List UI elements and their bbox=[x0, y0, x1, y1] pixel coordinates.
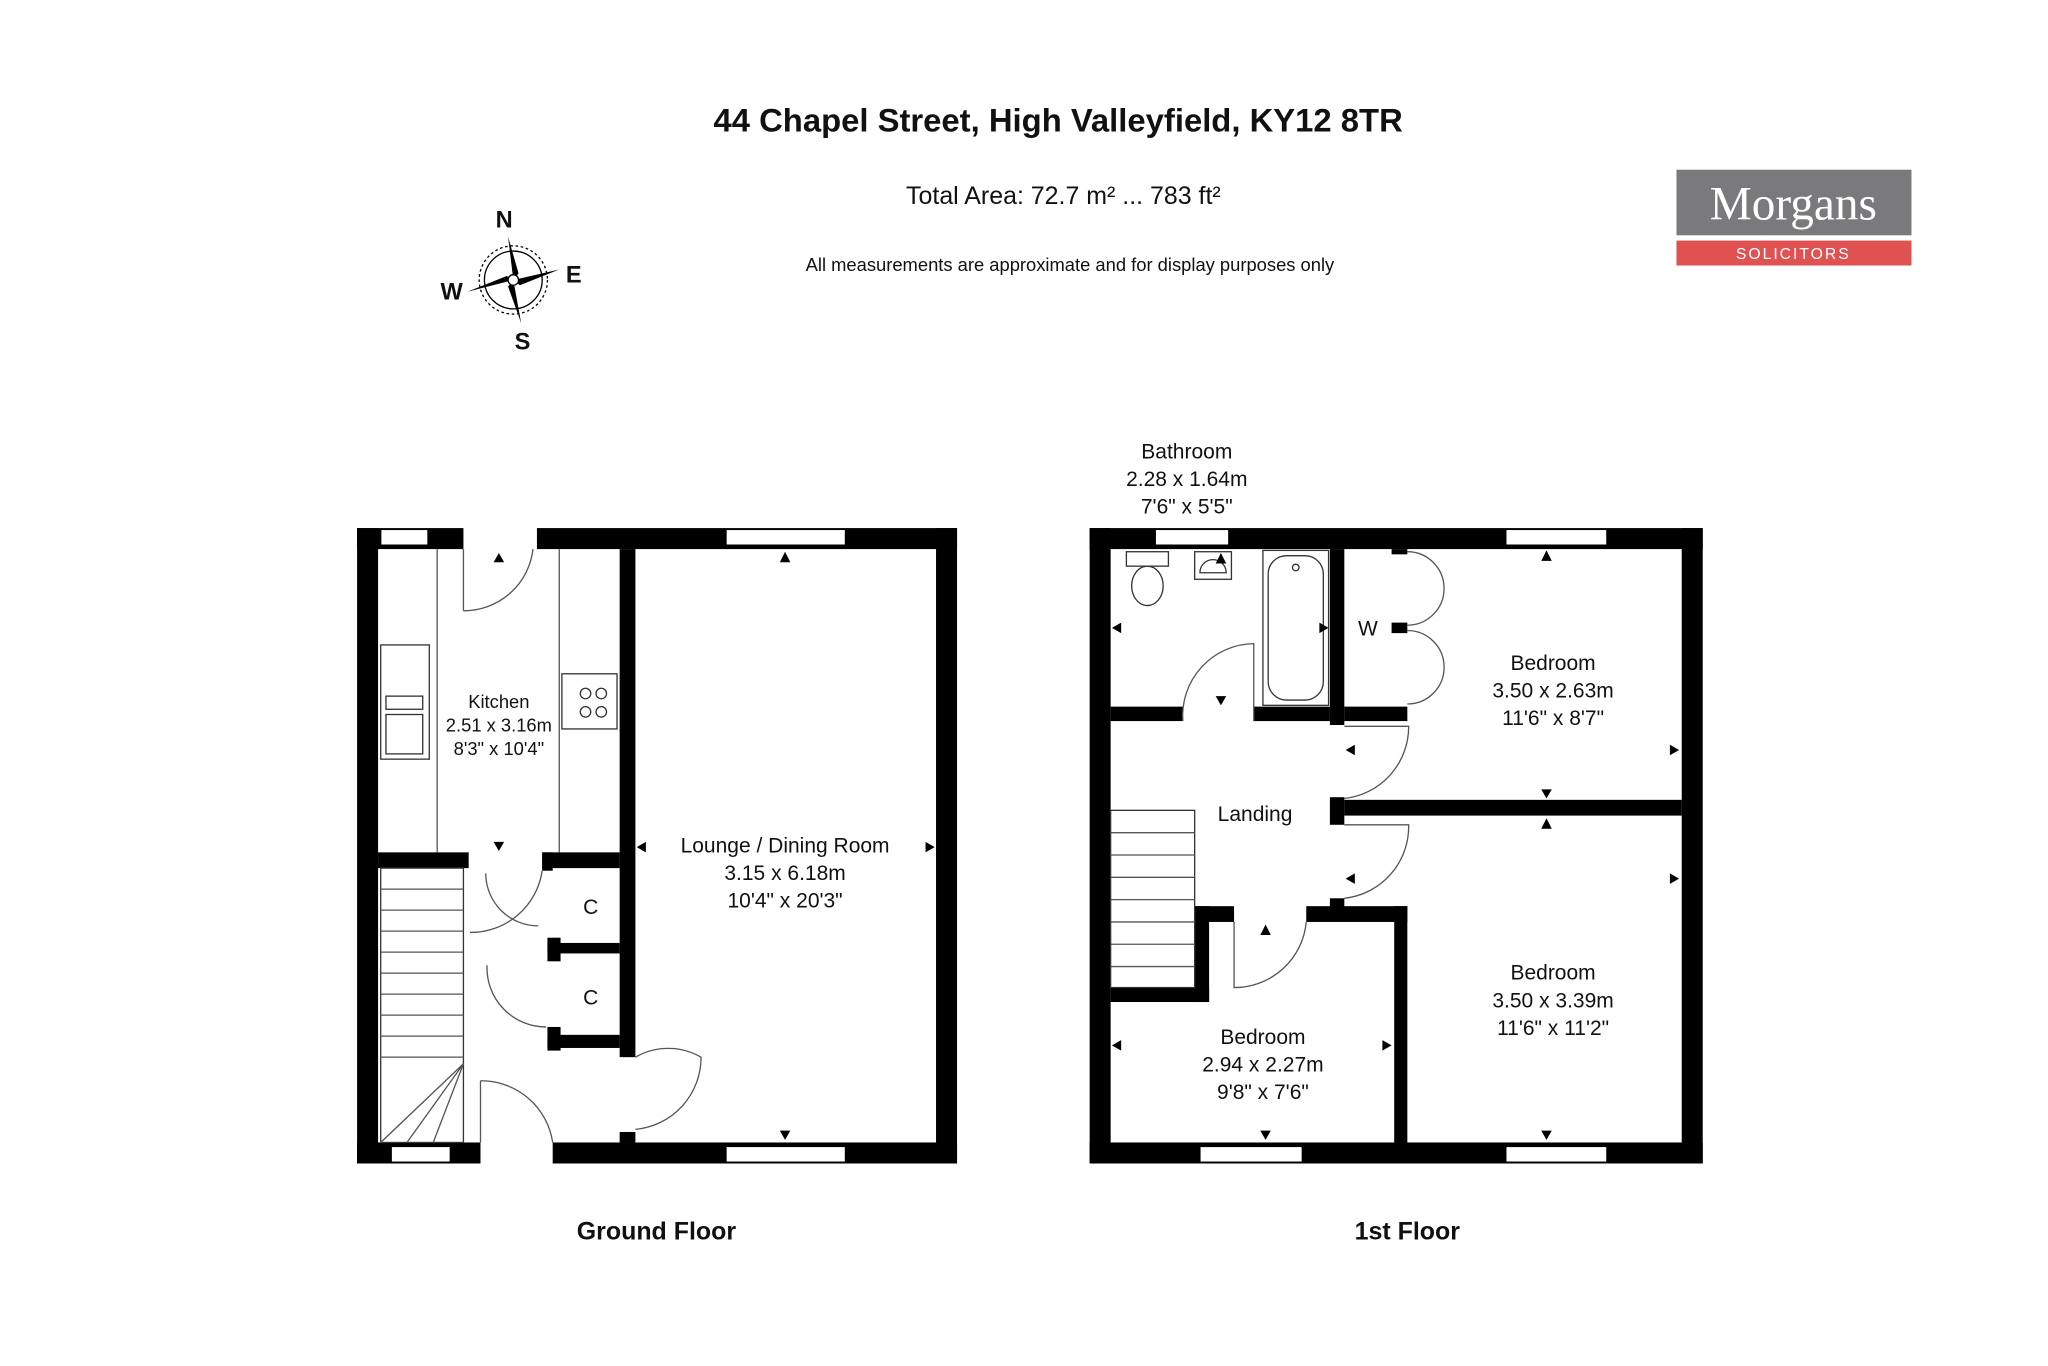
svg-text:9'8" x 7'6": 9'8" x 7'6" bbox=[1217, 1081, 1309, 1104]
svg-text:3.50 x 2.63m: 3.50 x 2.63m bbox=[1492, 679, 1613, 702]
svg-text:11'6" x 8'7": 11'6" x 8'7" bbox=[1502, 707, 1604, 730]
bath-icon bbox=[1262, 549, 1330, 706]
svg-text:Lounge / Dining Room: Lounge / Dining Room bbox=[681, 834, 890, 857]
svg-text:E: E bbox=[566, 263, 582, 289]
total-area: Total Area: 72.7 m² ... 783 ft² bbox=[906, 182, 1221, 210]
svg-text:10'4" x 20'3": 10'4" x 20'3" bbox=[727, 889, 842, 912]
hob-icon bbox=[561, 673, 618, 730]
ground-floor-label: Ground Floor bbox=[577, 1218, 737, 1246]
disclaimer: All measurements are approximate and for… bbox=[806, 254, 1335, 275]
svg-text:SOLICITORS: SOLICITORS bbox=[1736, 246, 1851, 263]
svg-text:2.94 x 2.27m: 2.94 x 2.27m bbox=[1202, 1054, 1323, 1077]
svg-text:Bedroom: Bedroom bbox=[1220, 1026, 1305, 1049]
svg-text:3.50 x 3.39m: 3.50 x 3.39m bbox=[1492, 989, 1613, 1012]
svg-text:Morgans: Morgans bbox=[1710, 179, 1877, 231]
svg-text:Bedroom: Bedroom bbox=[1510, 652, 1595, 675]
svg-text:S: S bbox=[515, 330, 531, 356]
property-title: 44 Chapel Street, High Valleyfield, KY12… bbox=[713, 102, 1403, 139]
svg-text:7'6" x 5'5": 7'6" x 5'5" bbox=[1141, 496, 1233, 519]
svg-text:W: W bbox=[1358, 618, 1378, 641]
svg-text:Landing: Landing bbox=[1218, 803, 1293, 826]
toilet-icon bbox=[1125, 551, 1170, 607]
morgans-logo: Morgans SOLICITORS bbox=[1676, 169, 1912, 266]
svg-text:Bathroom: Bathroom bbox=[1141, 441, 1232, 464]
svg-text:2.51 x 3.16m: 2.51 x 3.16m bbox=[446, 715, 552, 736]
svg-text:N: N bbox=[496, 207, 513, 233]
basin-icon bbox=[1194, 551, 1233, 580]
svg-text:8'3" x 10'4": 8'3" x 10'4" bbox=[454, 738, 544, 759]
sink-icon bbox=[380, 644, 430, 760]
svg-text:Kitchen: Kitchen bbox=[468, 691, 529, 712]
svg-text:W: W bbox=[440, 280, 463, 306]
stairs-icon bbox=[380, 867, 465, 1144]
svg-text:3.15 x 6.18m: 3.15 x 6.18m bbox=[724, 862, 845, 885]
first-floor-plan: Bathroom 2.28 x 1.64m 7'6" x 5'5" W Bedr… bbox=[1089, 441, 1703, 1164]
stairs-icon bbox=[1109, 809, 1196, 989]
svg-text:2.28 x 1.64m: 2.28 x 1.64m bbox=[1126, 468, 1247, 491]
svg-text:11'6" x 11'2": 11'6" x 11'2" bbox=[1497, 1017, 1609, 1040]
svg-text:Bedroom: Bedroom bbox=[1510, 962, 1595, 985]
svg-text:C: C bbox=[583, 987, 598, 1010]
compass-icon: N E S W bbox=[440, 207, 581, 355]
svg-text:C: C bbox=[583, 896, 598, 919]
first-floor-label: 1st Floor bbox=[1355, 1218, 1461, 1246]
ground-floor-plan: Kitchen 2.51 x 3.16m 8'3" x 10'4" Lounge… bbox=[357, 528, 958, 1164]
